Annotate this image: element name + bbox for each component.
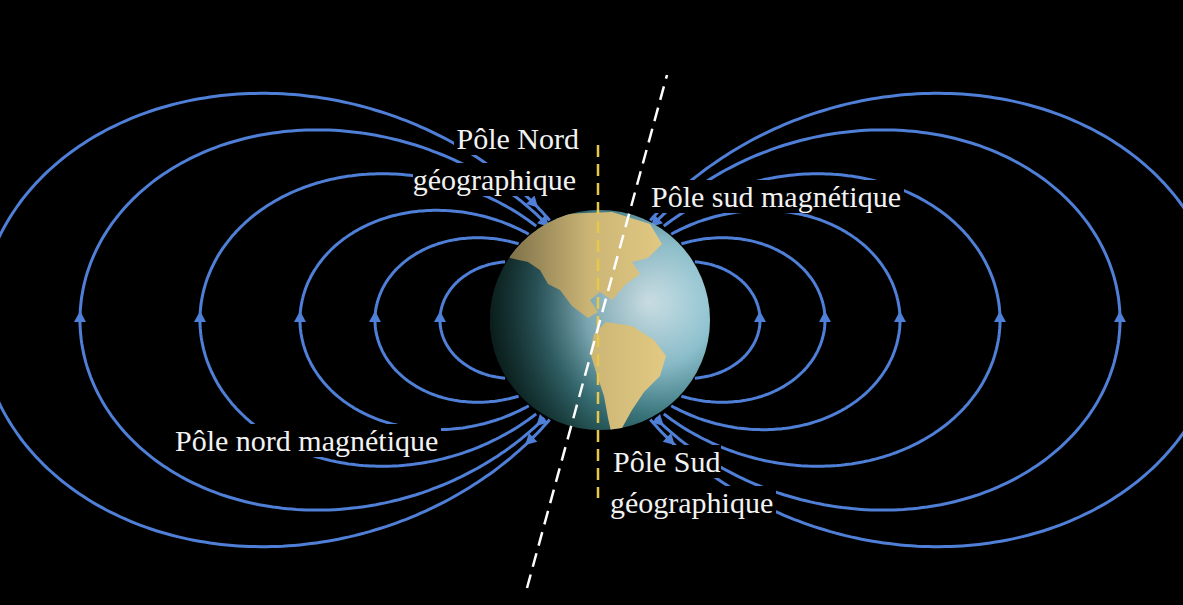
field-arrowhead	[294, 311, 306, 322]
field-arrowhead	[194, 311, 206, 322]
field-arrowhead	[1114, 311, 1126, 322]
field-arrowhead	[754, 311, 766, 322]
field-arrowhead	[994, 311, 1006, 322]
field-arrowhead	[663, 433, 675, 445]
field-arrowhead	[369, 311, 381, 322]
field-lines	[0, 93, 1183, 546]
magnetic-pole-label: Pôle sud magnétique	[648, 176, 904, 217]
magnetic-pole-label: Pôle nord magnétique	[172, 420, 441, 461]
field-arrowhead	[74, 311, 86, 322]
label-text: Pôle Nord géographique	[413, 122, 579, 196]
field-arrowhead	[819, 311, 831, 322]
field-arrowhead	[526, 196, 538, 208]
field-line	[200, 174, 536, 467]
field-arrowhead	[894, 311, 906, 322]
label-text: Pôle Sud géographique	[610, 445, 776, 519]
field-line	[664, 174, 1000, 467]
field-line	[650, 93, 1183, 546]
label-text: Pôle sud magnétique	[648, 180, 904, 213]
field-line	[0, 93, 550, 546]
geographic-pole-label: Pôle Nord géographique	[339, 118, 579, 200]
label-text: Pôle nord magnétique	[172, 424, 441, 457]
field-arrowhead	[434, 311, 446, 322]
geographic-pole-label: Pôle Sud géographique	[610, 441, 860, 523]
field-arrowhead	[525, 433, 537, 445]
